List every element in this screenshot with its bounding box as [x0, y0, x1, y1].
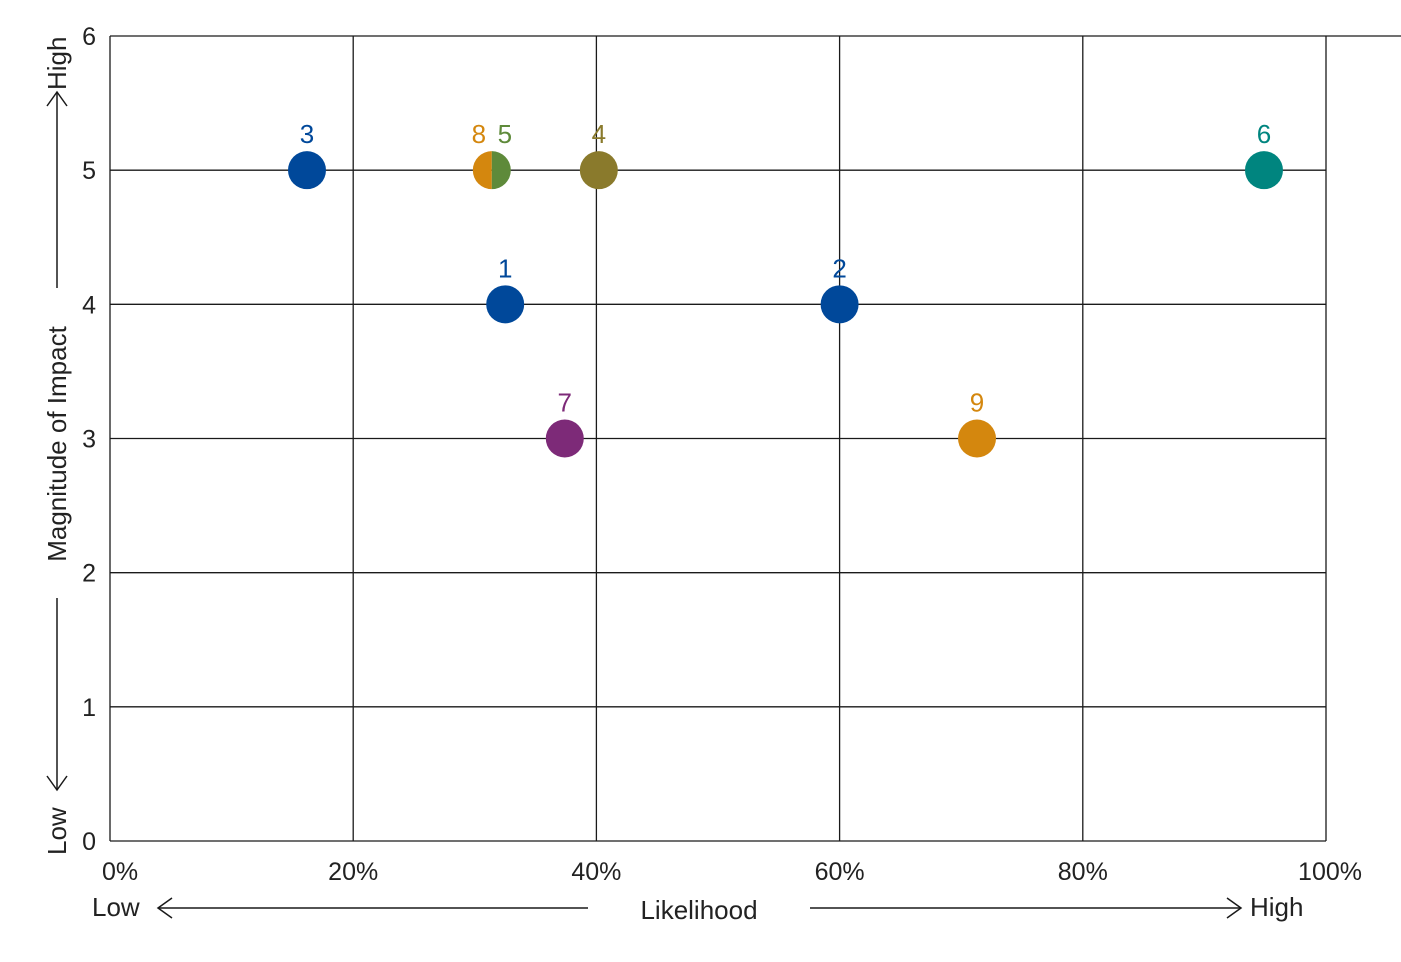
data-point-3	[287, 151, 326, 190]
y-axis-annotations: Low Magnitude of Impact High	[42, 37, 72, 855]
data-point-9	[958, 419, 997, 458]
data-point-4	[579, 151, 618, 190]
data-point-label: 7	[558, 388, 572, 418]
y-tick-label: 2	[82, 560, 96, 588]
x-axis-high-label: High	[1250, 892, 1303, 922]
x-high-arrow-icon	[810, 897, 1243, 919]
y-tick-label: 0	[82, 828, 96, 856]
data-point-1	[486, 285, 525, 324]
x-tick-label: 0%	[102, 858, 138, 886]
data-point-label: 9	[970, 388, 984, 418]
data-point-label: 8	[472, 119, 486, 149]
y-axis-low-label: Low	[42, 807, 72, 855]
data-point-label: 5	[498, 119, 512, 149]
data-point-8	[472, 151, 492, 190]
x-tick-label: 40%	[571, 858, 621, 886]
y-tick-label: 6	[82, 23, 96, 51]
data-point-7	[545, 419, 584, 458]
y-tick-label: 5	[82, 157, 96, 185]
y-tick-label: 1	[82, 694, 96, 722]
data-point-label: 3	[300, 119, 314, 149]
x-tick-label: 100%	[1298, 858, 1362, 886]
data-point-label: 2	[832, 253, 846, 283]
data-point-label: 4	[592, 119, 606, 149]
x-tick-label: 20%	[328, 858, 378, 886]
data-point-5	[491, 151, 511, 190]
x-axis-low-label: Low	[92, 892, 140, 922]
x-tick-label: 60%	[815, 858, 865, 886]
x-axis-annotations: Low Likelihood High	[92, 892, 1303, 925]
y-tick-label: 4	[82, 291, 96, 319]
y-tick-label: 3	[82, 426, 96, 454]
y-axis-title: Magnitude of Impact	[42, 325, 72, 561]
x-low-arrow-icon	[156, 897, 588, 919]
data-point-2	[820, 285, 859, 324]
y-high-arrow-icon	[46, 90, 68, 288]
data-point-6	[1244, 151, 1283, 190]
data-point-label: 1	[498, 253, 512, 283]
y-low-arrow-icon	[46, 598, 68, 792]
x-tick-label: 80%	[1058, 858, 1108, 886]
data-point-label: 6	[1257, 119, 1271, 149]
x-axis-title: Likelihood	[640, 895, 757, 925]
y-axis-high-label: High	[42, 37, 72, 90]
